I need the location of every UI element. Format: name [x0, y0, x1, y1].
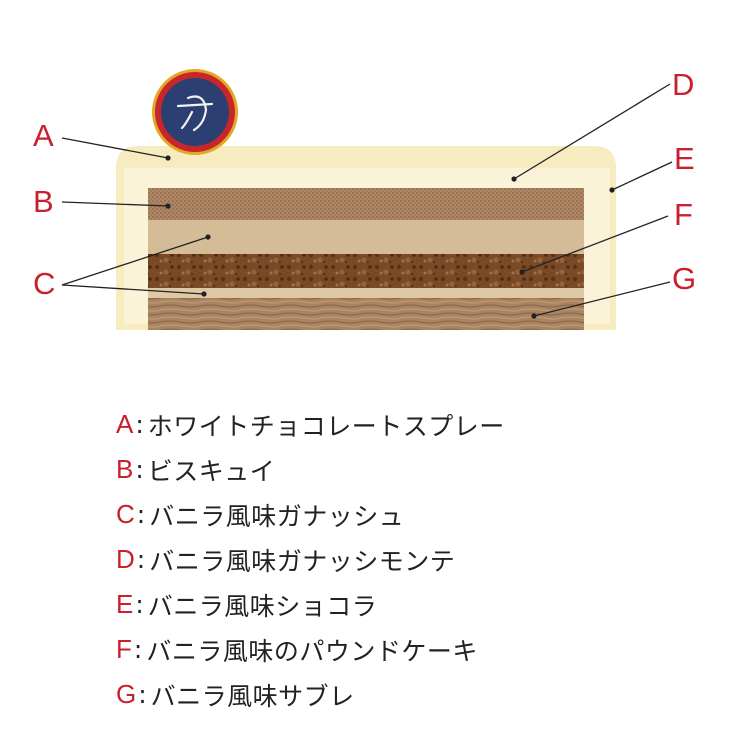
- leader-line-c2: [61, 284, 205, 295]
- cake-cross-section-diagram: A B C D E F G: [0, 0, 750, 360]
- legend-item: B : ビスキュイ: [116, 447, 505, 492]
- legend-text: バニラ風味サブレ: [150, 681, 355, 711]
- seal-decoration-icon: [152, 69, 238, 155]
- callout-g: G: [672, 261, 697, 296]
- legend-letter: D: [116, 544, 135, 574]
- legend-letter: C: [116, 499, 135, 529]
- cake-cross-section-svg: [61, 69, 673, 330]
- leader-line-e: [611, 161, 673, 191]
- legend-colon: :: [133, 635, 143, 664]
- leader-line-a: [61, 137, 169, 159]
- leader-line-d: [513, 83, 671, 180]
- callout-e: E: [674, 141, 695, 176]
- legend-colon: :: [138, 680, 147, 709]
- legend-text: バニラ風味ガナッシュ: [149, 501, 405, 531]
- legend-item: A : ホワイトチョコレートスプレー: [116, 402, 505, 447]
- layer-sable: [148, 298, 584, 330]
- legend-text: ビスキュイ: [147, 456, 276, 486]
- legend-text: バニラ風味ショコラ: [147, 591, 378, 621]
- legend-text: ホワイトチョコレートスプレー: [147, 411, 505, 441]
- legend-letter: G: [116, 679, 137, 709]
- leader-line-f: [521, 215, 669, 273]
- leader-line-g: [533, 281, 671, 317]
- callout-b: B: [33, 184, 54, 219]
- legend-letter: B: [116, 454, 134, 484]
- legend-item: C : バニラ風味ガナッシュ: [116, 492, 505, 537]
- legend-colon: :: [135, 455, 144, 484]
- callout-c: C: [33, 266, 56, 301]
- leader-line-c1: [61, 236, 209, 286]
- legend-colon: :: [135, 410, 144, 439]
- legend-colon: :: [136, 545, 146, 574]
- layer-pound-cake: [148, 254, 584, 288]
- legend-colon: :: [136, 500, 146, 529]
- legend-item: G : バニラ風味サブレ: [116, 672, 505, 717]
- callout-a: A: [33, 118, 54, 153]
- layer-vanilla-ganache-upper: [148, 220, 584, 254]
- callout-f: F: [674, 197, 693, 232]
- legend-list: A : ホワイトチョコレートスプレー B : ビスキュイ C : バニラ風味ガナ…: [116, 402, 505, 717]
- legend-item: E : バニラ風味ショコラ: [116, 582, 505, 627]
- legend-item: D : バニラ風味ガナッシモンテ: [116, 537, 505, 582]
- legend-item: F : バニラ風味のパウンドケーキ: [116, 627, 505, 672]
- layer-vanilla-ganache-lower: [148, 288, 584, 298]
- legend-letter: A: [116, 409, 134, 439]
- legend-letter: E: [116, 589, 134, 619]
- leader-lines: [61, 83, 673, 317]
- legend-text: バニラ風味のパウンドケーキ: [146, 636, 478, 666]
- legend-colon: :: [135, 590, 144, 619]
- leader-anchors: [165, 155, 615, 319]
- callout-d: D: [672, 67, 695, 102]
- legend-text: バニラ風味ガナッシモンテ: [149, 546, 456, 576]
- layer-biscuit: [148, 188, 584, 220]
- legend-letter: F: [116, 634, 132, 664]
- leader-line-b: [61, 201, 169, 207]
